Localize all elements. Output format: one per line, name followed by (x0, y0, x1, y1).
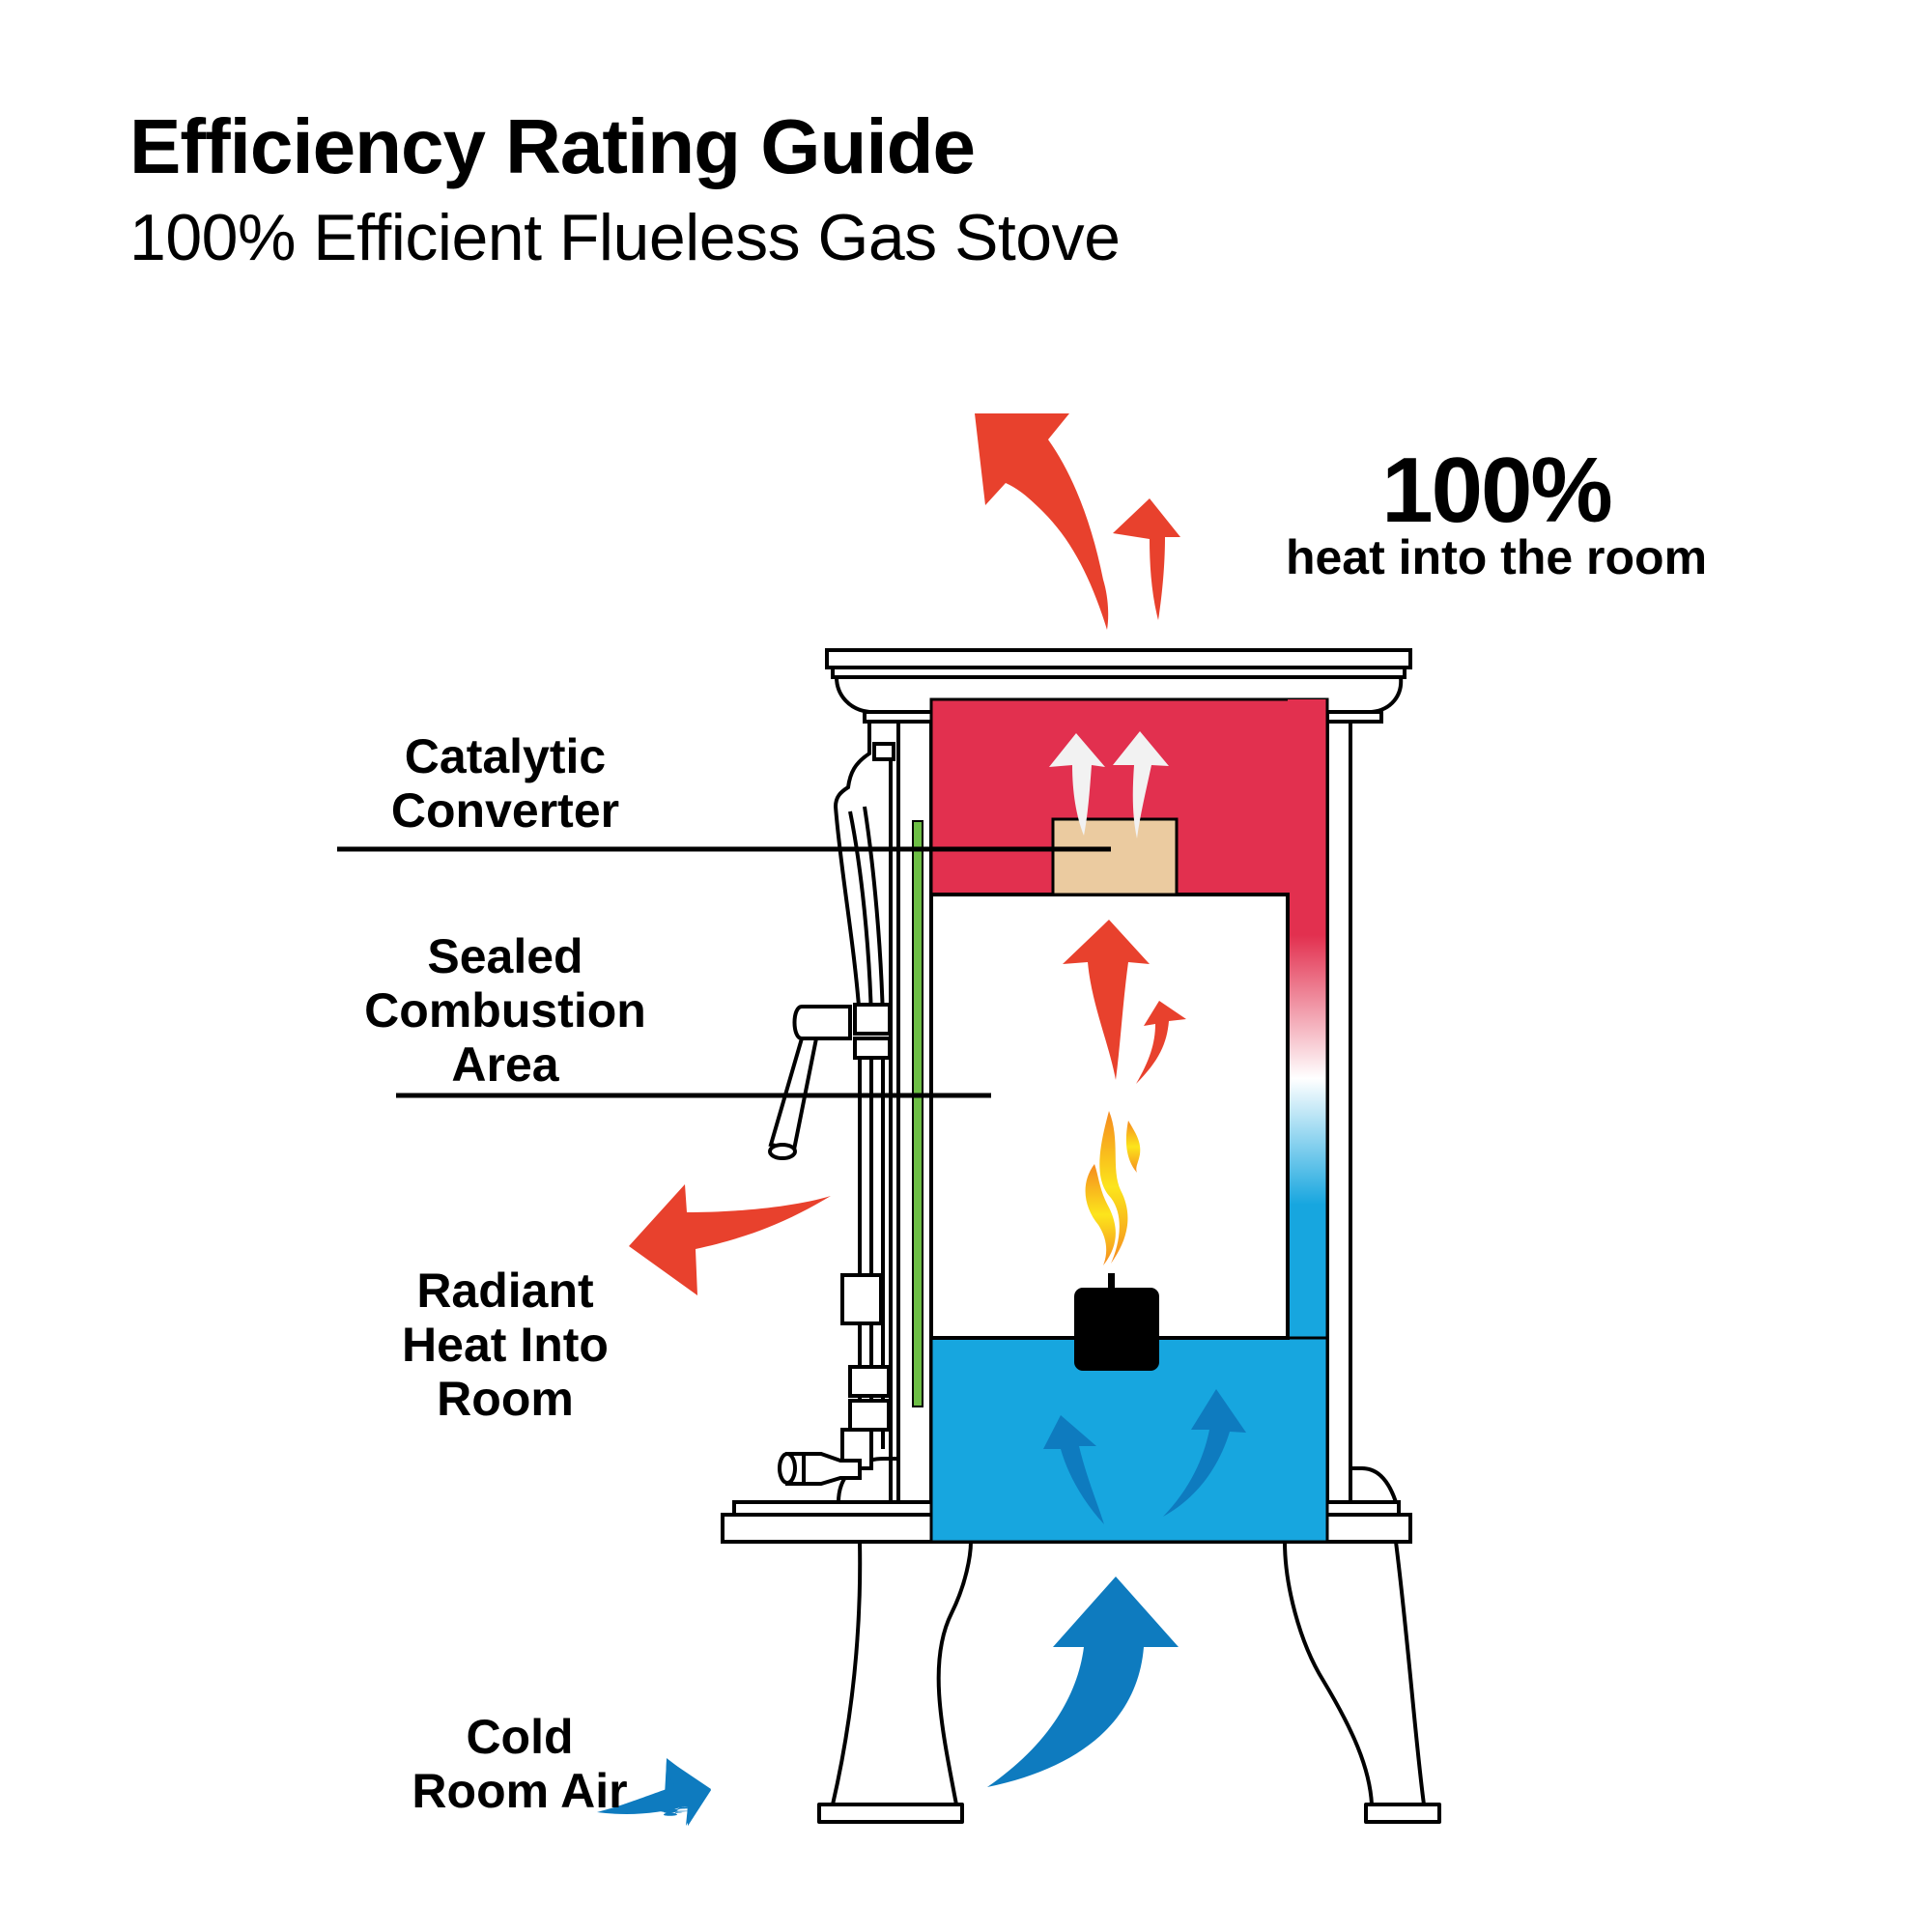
right-pillar (1325, 720, 1352, 1504)
radiant-heat-arrow (629, 1184, 831, 1295)
heat-out-arrow-small (1113, 498, 1180, 620)
label-line: Room Air (412, 1764, 628, 1818)
catalytic-converter (1051, 817, 1179, 896)
inner-airflow-arrow-right (1163, 1389, 1246, 1517)
label-line: Sealed (427, 929, 583, 983)
cold-air-inlet-arrow (597, 1760, 711, 1826)
stove-legs (817, 1540, 1441, 1824)
heat-out-arrow-large (975, 413, 1109, 630)
exhaust-arrow-right (1113, 731, 1169, 838)
heat-out-arrows (975, 413, 1180, 630)
left-foot (817, 1803, 964, 1824)
flame-icon (1085, 1111, 1141, 1265)
efficiency-caption: heat into the room (1285, 530, 1708, 584)
right-leg (1283, 1540, 1426, 1806)
right-foot (1364, 1803, 1441, 1824)
label-line: Room (437, 1372, 574, 1426)
label-line: Converter (390, 783, 620, 838)
exhaust-arrow-left (1049, 733, 1105, 836)
glass-panel (912, 820, 923, 1407)
burner (1074, 1273, 1159, 1371)
heat-arrow-large (1063, 920, 1150, 1080)
label-line: Catalytic (404, 729, 607, 783)
label-line: Cold (466, 1710, 574, 1764)
left-leg (829, 1540, 973, 1806)
rising-heat-arrows (1063, 920, 1186, 1084)
label-cold-room-air: Cold Room Air (412, 1710, 627, 1818)
door-handle (768, 1005, 852, 1160)
label-catalytic-converter: Catalytic Converter (391, 729, 619, 838)
air-intake-knob (778, 1452, 862, 1486)
label-sealed-combustion-area: Sealed Combustion Area (364, 929, 646, 1092)
label-line: Area (451, 1037, 559, 1092)
page-title: Efficiency Rating Guide (129, 103, 976, 189)
air-flow-arrows (1043, 1389, 1246, 1524)
clean-exhaust-arrows (1049, 731, 1169, 838)
intake-arrow (987, 1577, 1179, 1787)
heat-arrow-small (1136, 1001, 1186, 1084)
efficiency-percentage: 100% (1381, 439, 1613, 542)
label-radiant-heat: Radiant Heat Into Room (402, 1264, 609, 1426)
inner-airflow-arrow-left (1043, 1415, 1104, 1524)
label-line: Combustion (364, 983, 646, 1037)
label-line: Radiant (416, 1264, 594, 1318)
page-subtitle: 100% Efficient Flueless Gas Stove (129, 201, 1121, 274)
label-line: Heat Into (402, 1318, 609, 1372)
